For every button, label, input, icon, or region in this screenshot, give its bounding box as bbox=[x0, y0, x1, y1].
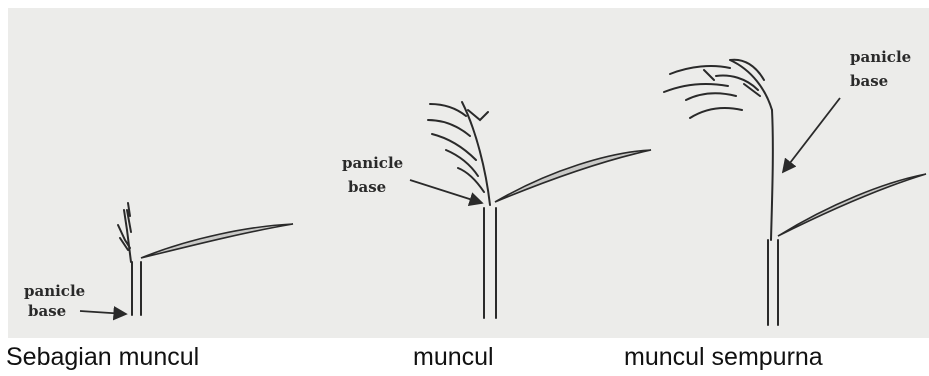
caption-stage-3: muncul sempurna bbox=[624, 338, 823, 376]
stage-1-panicle bbox=[118, 203, 131, 262]
stage-3-flag-leaf bbox=[778, 174, 926, 236]
stage-2-label-line2: base bbox=[348, 178, 386, 196]
stage-2-label-line1: panicle bbox=[342, 154, 403, 172]
caption-stage-1: Sebagian muncul bbox=[6, 338, 199, 376]
stage-3-label-line2: base bbox=[850, 72, 888, 90]
stage-3-panicle bbox=[664, 60, 772, 118]
caption-stage-2: muncul bbox=[413, 338, 494, 376]
stage-3-plant bbox=[664, 60, 926, 325]
stage-1-arrow bbox=[80, 311, 126, 314]
stage-2-stem bbox=[484, 208, 496, 318]
stage-1-plant bbox=[118, 203, 293, 315]
stage-3-label-line1: panicle bbox=[850, 48, 911, 66]
stage-1-stem bbox=[132, 262, 141, 315]
stage-1-label-line1: panicle bbox=[24, 282, 85, 300]
stage-2-arrow bbox=[410, 180, 482, 203]
stage-1-label-line2: base bbox=[28, 302, 66, 320]
stage-2-plant bbox=[428, 102, 651, 318]
stage-2-flag-leaf bbox=[495, 150, 651, 202]
stage-1-flag-leaf bbox=[141, 224, 293, 258]
stage-3-stem bbox=[768, 110, 778, 325]
stage-3-arrow bbox=[783, 98, 840, 172]
